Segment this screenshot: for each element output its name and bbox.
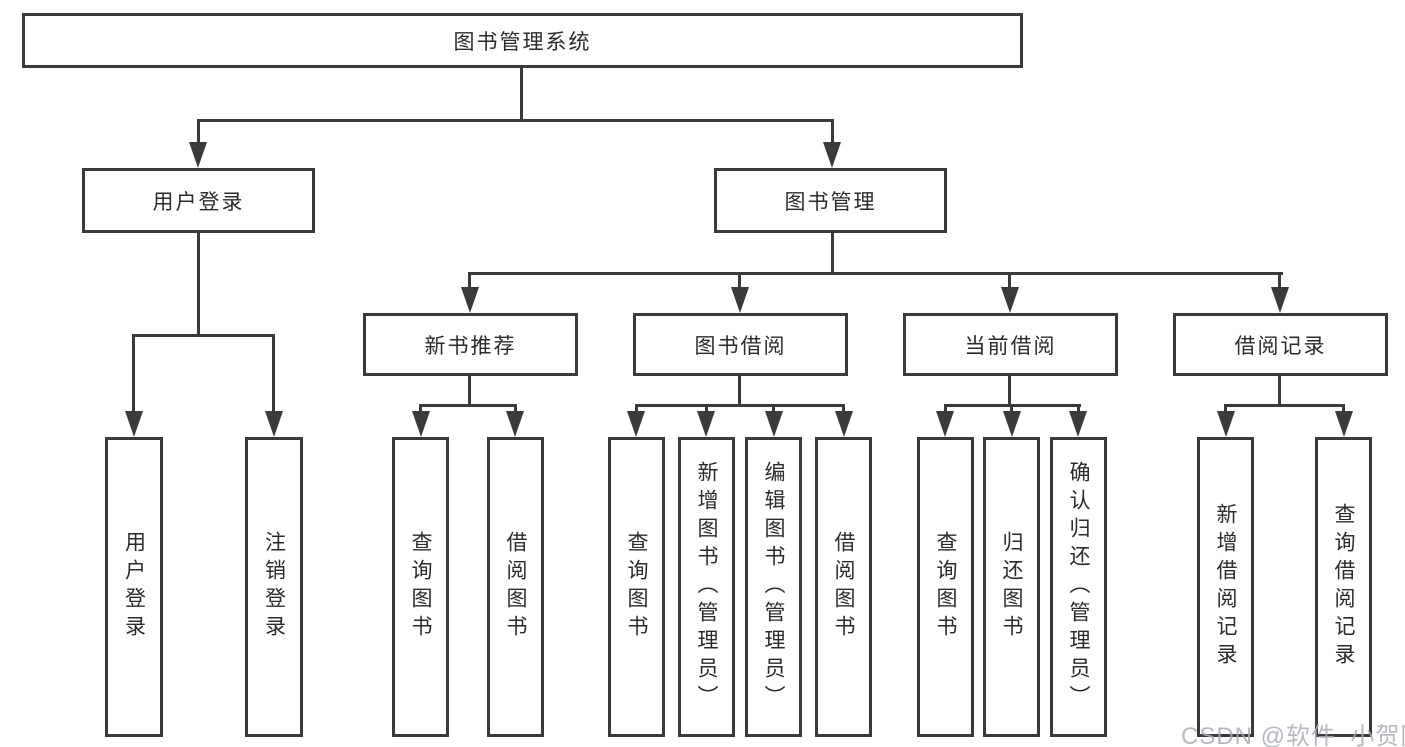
leaf-borrow-books-2-label: 借阅图书	[832, 531, 855, 643]
connector-line	[635, 404, 845, 407]
node-current-borrow: 当前借阅	[903, 313, 1118, 376]
leaf-return-book-label: 归还图书	[1000, 531, 1023, 643]
arrow-down-icon	[835, 411, 853, 437]
connector-line	[132, 334, 275, 337]
arrow-down-icon	[1217, 411, 1235, 437]
connector-line	[831, 119, 834, 147]
leaf-borrow-books-recommend: 借阅图书	[487, 437, 544, 737]
leaf-query-books-borrow-label: 查询图书	[625, 531, 648, 643]
watermark: CSDN @软件_小贺同学	[1181, 723, 1405, 747]
node-borrow-records-label: 借阅记录	[1234, 334, 1327, 358]
leaf-query-borrow-record-label: 查询借阅记录	[1332, 503, 1355, 671]
arrow-down-icon	[697, 411, 715, 437]
node-user-login-label: 用户登录	[152, 190, 245, 214]
connector-line	[1224, 404, 1345, 407]
leaf-logout-label: 注销登录	[262, 531, 286, 643]
node-borrow-records: 借阅记录	[1173, 313, 1388, 376]
connector-line	[197, 119, 200, 147]
arrow-down-icon	[412, 411, 430, 437]
node-book-management-label: 图书管理	[784, 190, 877, 214]
arrow-down-icon	[506, 411, 524, 437]
connector-line	[468, 376, 471, 406]
arrow-down-icon	[823, 142, 841, 168]
node-book-management: 图书管理	[714, 168, 947, 233]
node-user-login: 用户登录	[82, 168, 315, 233]
arrow-down-icon	[189, 142, 207, 168]
connector-line	[738, 376, 741, 406]
leaf-query-books-borrow: 查询图书	[608, 437, 665, 737]
node-root: 图书管理系统	[22, 13, 1023, 68]
leaf-query-books-recommend-label: 查询图书	[409, 531, 432, 643]
arrow-down-icon	[1003, 411, 1021, 437]
leaf-query-books-current-label: 查询图书	[934, 531, 957, 643]
node-book-borrow-label: 图书借阅	[694, 334, 787, 358]
leaf-logout: 注销登录	[245, 437, 303, 737]
leaf-query-books-recommend: 查询图书	[392, 437, 449, 737]
arrow-down-icon	[731, 287, 749, 313]
leaf-user-login-label: 用户登录	[122, 531, 146, 643]
connector-line	[1278, 272, 1281, 290]
leaf-user-login: 用户登录	[105, 437, 163, 737]
arrow-down-icon	[1335, 411, 1353, 437]
connector-line	[468, 272, 471, 290]
connector-line	[419, 404, 517, 407]
arrow-down-icon	[765, 411, 783, 437]
arrow-down-icon	[1271, 287, 1289, 313]
connector-line	[831, 233, 834, 275]
connector-line	[197, 119, 834, 122]
leaf-confirm-return-admin: 确认归还（管理员）	[1050, 437, 1107, 737]
leaf-add-book-admin-label: 新增图书（管理员）	[695, 461, 718, 713]
leaf-confirm-return-admin-label: 确认归还（管理员）	[1067, 461, 1090, 713]
connector-line	[132, 334, 135, 414]
connector-line	[469, 272, 1283, 275]
node-new-book-recommend-label: 新书推荐	[424, 334, 517, 358]
node-new-book-recommend: 新书推荐	[363, 313, 578, 376]
connector-line	[272, 334, 275, 414]
arrow-down-icon	[265, 411, 283, 437]
leaf-edit-book-admin: 编辑图书（管理员）	[745, 437, 802, 737]
arrow-down-icon	[461, 287, 479, 313]
connector-line	[1008, 272, 1011, 290]
leaf-borrow-books-recommend-label: 借阅图书	[504, 531, 527, 643]
leaf-add-borrow-record-label: 新增借阅记录	[1214, 503, 1237, 671]
leaf-borrow-books-2: 借阅图书	[815, 437, 872, 737]
arrow-down-icon	[1001, 287, 1019, 313]
connector-line	[1278, 376, 1281, 406]
connector-line	[1008, 376, 1011, 406]
node-root-label: 图书管理系统	[453, 30, 592, 54]
node-book-borrow: 图书借阅	[633, 313, 848, 376]
arrow-down-icon	[936, 411, 954, 437]
arrow-down-icon	[1069, 411, 1087, 437]
node-current-borrow-label: 当前借阅	[964, 334, 1057, 358]
leaf-edit-book-admin-label: 编辑图书（管理员）	[762, 461, 785, 713]
arrow-down-icon	[125, 411, 143, 437]
leaf-query-books-current: 查询图书	[917, 437, 974, 737]
connector-line	[520, 66, 523, 122]
connector-line	[738, 272, 741, 290]
leaf-add-book-admin: 新增图书（管理员）	[678, 437, 735, 737]
leaf-query-borrow-record: 查询借阅记录	[1315, 437, 1372, 737]
leaf-return-book: 归还图书	[983, 437, 1040, 737]
connector-line	[197, 233, 200, 335]
leaf-add-borrow-record: 新增借阅记录	[1197, 437, 1254, 737]
arrow-down-icon	[627, 411, 645, 437]
